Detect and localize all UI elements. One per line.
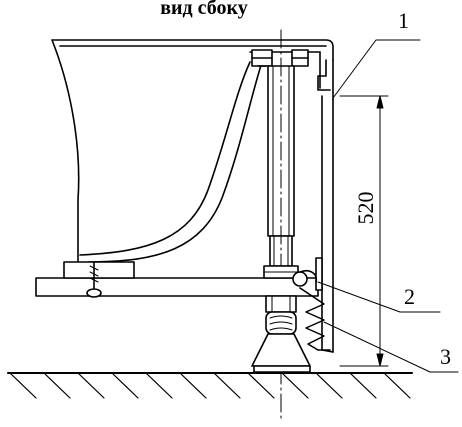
- drawing-title: вид сбоку: [160, 0, 248, 19]
- callout-1: 1: [398, 8, 409, 33]
- spring: [299, 287, 331, 351]
- adjustable-foot: [251, 311, 311, 373]
- floor: [7, 372, 413, 399]
- leader-lines: [317, 39, 459, 373]
- top-fixing-bolts: [251, 49, 309, 67]
- dimension-520: [339, 95, 389, 367]
- callout-2: 2: [404, 284, 415, 309]
- dimension-label: 520: [353, 192, 378, 225]
- base-plate: [35, 261, 319, 298]
- clip-bracket: [292, 257, 323, 291]
- callout-3: 3: [440, 344, 451, 369]
- side-panel: [321, 95, 334, 353]
- adjusting-nuts: [263, 265, 299, 313]
